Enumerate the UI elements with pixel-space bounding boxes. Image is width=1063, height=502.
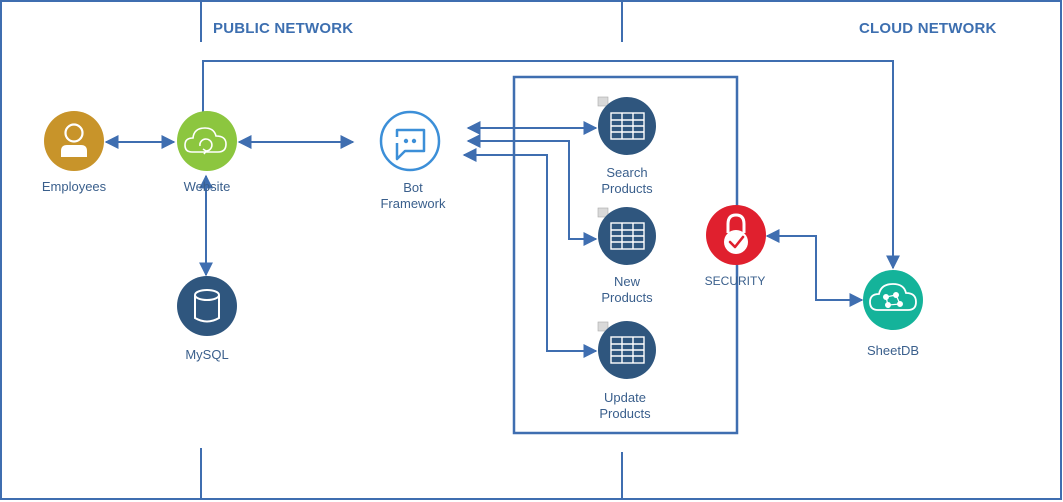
sheetdb-label: SheetDB — [866, 343, 920, 358]
security-node[interactable] — [706, 205, 766, 265]
database-icon — [194, 289, 220, 323]
bot-framework-label-line-1: Bot — [403, 180, 423, 195]
user-icon — [61, 123, 87, 157]
website-node[interactable] — [177, 111, 237, 171]
new-products-label-line-1: New — [613, 274, 640, 289]
bot-framework-label: Bot Framework — [368, 180, 458, 212]
connector-website-sheetdb — [202, 60, 900, 270]
connector-security-sheetdb — [765, 229, 864, 307]
sheetdb-node[interactable] — [863, 270, 923, 330]
table-icon — [610, 112, 645, 140]
search-products-label-line-2: Products — [601, 181, 653, 196]
bot-framework-icon — [395, 128, 426, 161]
security-label: SECURITY — [704, 274, 766, 288]
connector-bot-update — [462, 148, 598, 358]
table-icon — [610, 222, 645, 250]
bot-framework-node[interactable] — [379, 110, 441, 172]
update-products-label-line-1: Update — [604, 390, 646, 405]
search-products-node[interactable] — [597, 96, 656, 155]
website-label: Website — [183, 179, 231, 194]
lock-check-icon — [724, 213, 748, 254]
new-products-label: New Products — [582, 274, 672, 306]
mysql-label: MySQL — [185, 347, 229, 362]
search-products-label-line-1: Search — [606, 165, 648, 180]
update-products-label: Update Products — [580, 390, 670, 422]
new-products-node[interactable] — [597, 207, 656, 265]
broken-image-icon — [597, 321, 609, 332]
update-products-node[interactable] — [597, 321, 656, 379]
cloud-sync-icon — [184, 127, 227, 155]
table-icon — [610, 336, 645, 364]
new-products-label-line-2: Products — [601, 290, 653, 305]
public-network-title: PUBLIC NETWORK — [213, 20, 354, 37]
connectors — [104, 60, 900, 358]
broken-image-icon — [597, 96, 609, 107]
bot-framework-label-line-2: Framework — [380, 196, 446, 211]
employees-node[interactable] — [44, 111, 104, 171]
update-products-label-line-2: Products — [599, 406, 651, 421]
broken-image-icon — [597, 207, 609, 218]
cloud-network-title: CLOUD NETWORK — [859, 20, 997, 37]
search-products-label: Search Products — [582, 165, 672, 197]
mysql-node[interactable] — [177, 276, 237, 336]
cloud-network-icon — [869, 283, 917, 311]
employees-label: Employees — [41, 179, 107, 194]
